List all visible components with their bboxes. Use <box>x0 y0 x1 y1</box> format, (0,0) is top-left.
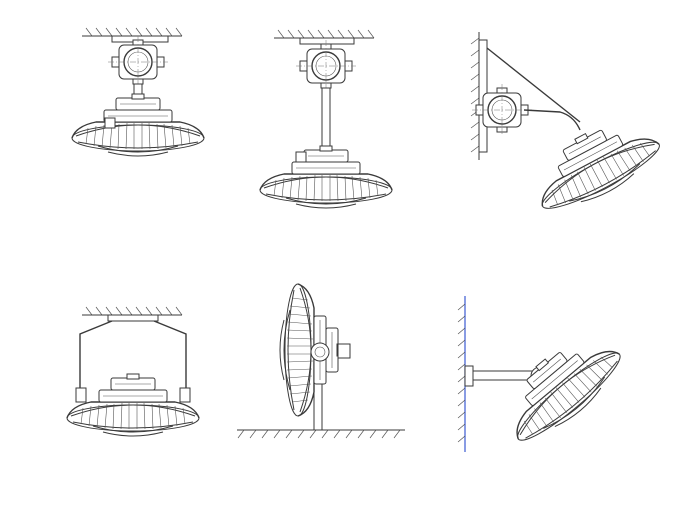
wall-hatch <box>457 303 466 443</box>
wall-plate <box>464 365 474 387</box>
pivot-joint <box>310 342 330 362</box>
yoke-pivot-left <box>75 387 87 403</box>
ceiling-hatch <box>81 27 183 37</box>
side-box <box>295 151 307 163</box>
yoke-bracket <box>79 320 187 392</box>
yoke-pivot-right <box>179 387 191 403</box>
wall-hatch <box>470 37 480 153</box>
view-ceiling-short-bracket <box>71 27 205 157</box>
view-ceiling-yoke-bracket <box>66 306 200 437</box>
stem <box>133 83 143 95</box>
side-box <box>104 117 116 129</box>
junction-box <box>107 35 169 89</box>
floor-hatch <box>237 429 401 439</box>
view-wall-short-arm-tilted <box>457 296 632 454</box>
lamp-body <box>66 373 200 437</box>
arm-tube <box>523 109 581 131</box>
diagonal-arm <box>486 47 581 123</box>
ceiling-hatch <box>81 306 183 316</box>
view-floor-pole-side <box>237 283 405 439</box>
lamp-body <box>259 145 393 209</box>
lamp-body <box>71 93 205 157</box>
pendant-tube <box>321 87 331 147</box>
ceiling-hatch <box>273 29 375 39</box>
lamp-body <box>521 104 669 223</box>
short-arm <box>472 370 536 381</box>
view-wall-arm-tilted <box>470 32 669 223</box>
view-ceiling-pendant-tube <box>259 29 393 209</box>
junction-box <box>295 39 357 93</box>
ceiling-plate <box>299 37 355 45</box>
lamp-body <box>489 319 632 454</box>
ceiling-plate <box>107 314 159 322</box>
driver-box <box>337 343 351 359</box>
